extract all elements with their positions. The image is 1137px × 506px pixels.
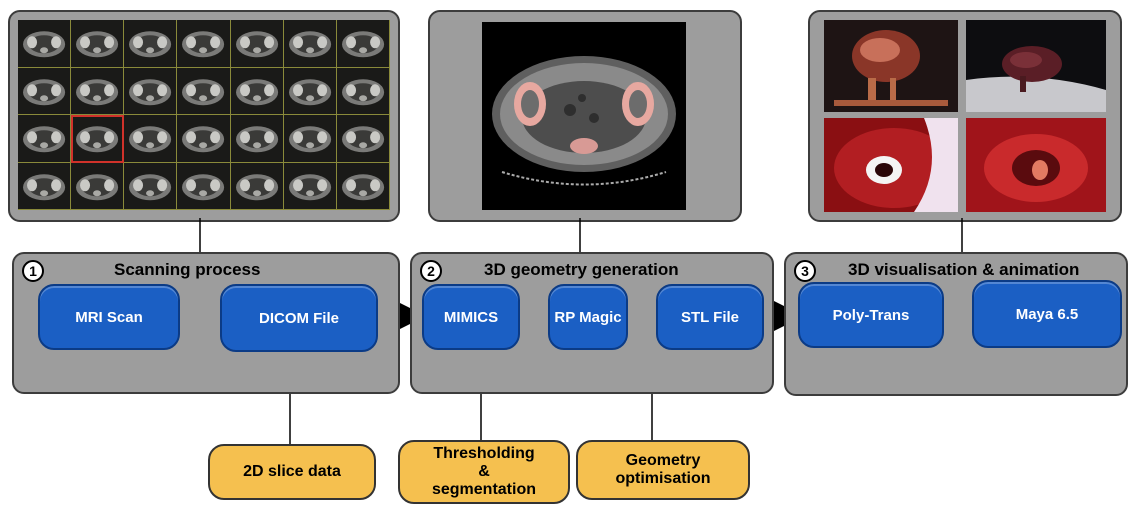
render-kidney-top-left (824, 20, 958, 112)
mri-slice-thumbnail (283, 115, 337, 163)
mri-slice-thumbnail (230, 162, 284, 210)
mri-slice-thumbnail (283, 162, 337, 210)
note-line: Geometry (625, 452, 701, 469)
render-lumen-bottom-right (966, 118, 1106, 212)
stage-number-badge: 2 (420, 260, 442, 282)
stage-title: 3D visualisation & animation (848, 260, 1080, 279)
mri-slice-thumbnail (18, 20, 72, 68)
stage-title: Scanning process (114, 260, 261, 279)
mri-slice-thumbnail (283, 20, 337, 68)
node-dicom-file: DICOM File (220, 284, 378, 352)
mri-slice-thumbnail (124, 67, 178, 115)
note-thresholding-segmentation: Thresholding & segmentation (398, 440, 570, 504)
mri-slice-thumbnail (18, 67, 72, 115)
scan-grid-panel (8, 10, 400, 222)
mri-slice-thumbnail (71, 115, 125, 163)
mri-slice-thumbnail (336, 67, 390, 115)
mri-slice-thumbnail (71, 20, 125, 68)
note-line: Thresholding (433, 445, 535, 462)
ct-slice-image (482, 22, 686, 210)
mri-slice-thumbnail (336, 115, 390, 163)
mri-slice-thumbnail (124, 115, 178, 163)
note-line: segmentation (431, 481, 536, 498)
render-lumen-bottom-left (824, 118, 958, 212)
mri-slice-thumbnail (230, 67, 284, 115)
stage-number-badge: 3 (794, 260, 816, 282)
render-kidney-top-right (966, 20, 1106, 112)
mri-slice-thumbnail (336, 162, 390, 210)
visualisation-panel (808, 10, 1122, 222)
mri-slice-thumbnail (177, 67, 231, 115)
mri-slice-thumbnail (177, 115, 231, 163)
node-mri-scan: MRI Scan (38, 284, 180, 350)
mri-slice-thumbnail (283, 67, 337, 115)
note-line: optimisation (615, 470, 711, 487)
note-geometry-optimisation: Geometry optimisation (576, 440, 750, 500)
mri-slice-thumbnail (71, 67, 125, 115)
mri-slice-thumbnail (18, 162, 72, 210)
node-mimics: MIMICS (422, 284, 520, 350)
node-poly-trans: Poly-Trans (798, 282, 944, 348)
node-stl-file: STL File (656, 284, 764, 350)
mri-slice-thumbnail (124, 162, 178, 210)
mri-slice-thumbnail (177, 162, 231, 210)
note-line: & (478, 463, 490, 480)
mri-slice-grid-image (18, 20, 390, 210)
node-rp-magic: RP Magic (548, 284, 628, 350)
node-maya: Maya 6.5 (972, 280, 1122, 348)
mri-slice-thumbnail (177, 20, 231, 68)
mri-slice-thumbnail (71, 162, 125, 210)
note-2d-slice-data: 2D slice data (208, 444, 376, 500)
ct-slice-panel (428, 10, 742, 222)
mri-slice-thumbnail (124, 20, 178, 68)
stage-number-badge: 1 (22, 260, 44, 282)
mri-slice-thumbnail (336, 20, 390, 68)
mri-slice-thumbnail (18, 115, 72, 163)
mri-slice-thumbnail (230, 20, 284, 68)
stage-title: 3D geometry generation (484, 260, 679, 279)
mri-slice-thumbnail (230, 115, 284, 163)
